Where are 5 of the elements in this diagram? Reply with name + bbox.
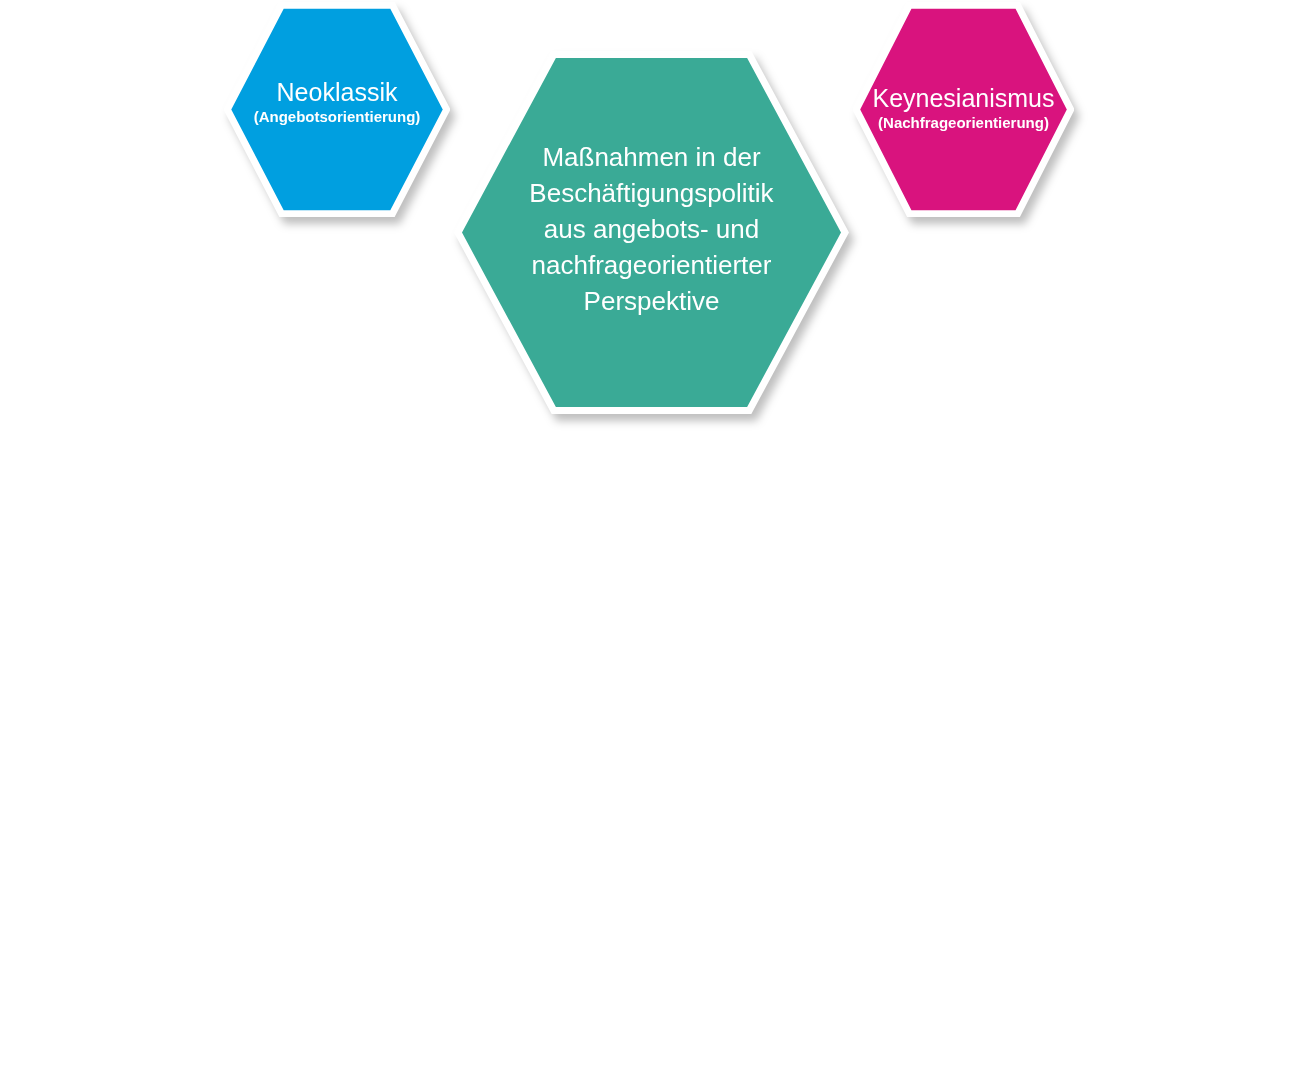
hexagon-title: Maßnahmen in der Beschäftigungspolitik aus angebots- und nachfrageorientierter Perspektive (528, 140, 775, 318)
hexagon-subtitle: (Angebotsorientierung) (253, 106, 421, 127)
hexagon-title: Neoklassik (276, 76, 398, 107)
hexagon-subtitle: (Nachfrageorientierung) (878, 112, 1049, 133)
hexagon-title: Keynesianismus (872, 82, 1055, 113)
